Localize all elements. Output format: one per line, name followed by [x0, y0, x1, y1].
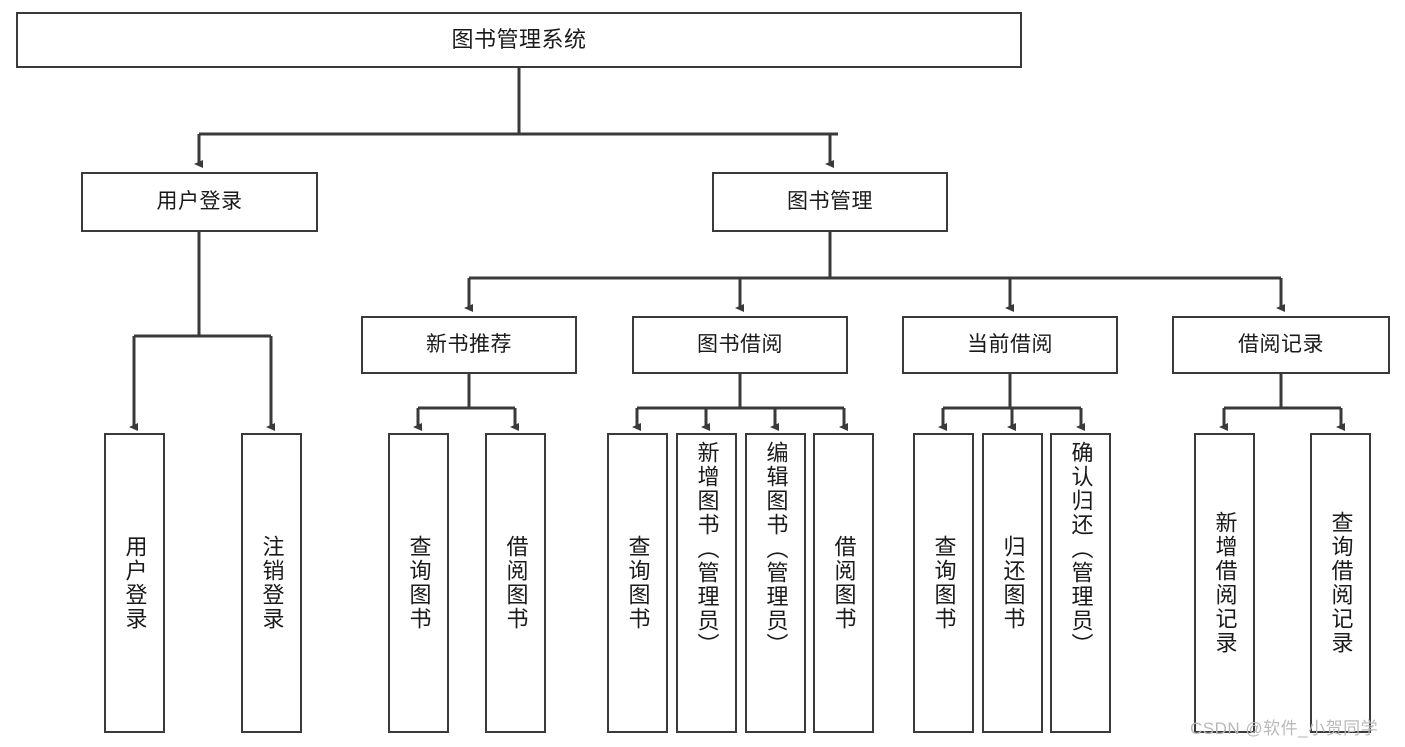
- node-current-borrow-label: 当前借阅: [967, 333, 1053, 357]
- node-new-book-recommend[interactable]: 新书推荐: [361, 316, 577, 374]
- node-borrow-record[interactable]: 借阅记录: [1172, 316, 1390, 374]
- leaf-borrow-book-1-label: 借阅图书: [503, 535, 529, 631]
- leaf-add-borrow-record[interactable]: 新增借阅记录: [1194, 433, 1255, 733]
- node-book-borrow-label: 图书借阅: [697, 333, 783, 357]
- csdn-watermark: CSDN @软件_小贺同学: [1190, 719, 1379, 738]
- node-book-borrow[interactable]: 图书借阅: [632, 316, 848, 374]
- leaf-logout-login[interactable]: 注销登录: [241, 433, 302, 733]
- leaf-borrow-book-2-label: 借阅图书: [831, 535, 857, 631]
- node-root[interactable]: 图书管理系统: [16, 12, 1022, 68]
- leaf-user-login[interactable]: 用户登录: [104, 433, 165, 733]
- leaf-query-book-3-label: 查询图书: [931, 535, 957, 631]
- leaf-query-book-2-label: 查询图书: [625, 535, 651, 631]
- node-new-book-recommend-label: 新书推荐: [426, 333, 512, 357]
- leaf-add-book[interactable]: 新增图书（管理员）: [676, 433, 737, 733]
- leaf-query-book-1-label: 查询图书: [406, 535, 432, 631]
- leaf-query-book-1[interactable]: 查询图书: [388, 433, 449, 733]
- leaf-query-book-2[interactable]: 查询图书: [607, 433, 668, 733]
- leaf-borrow-book-1[interactable]: 借阅图书: [485, 433, 546, 733]
- leaf-edit-book[interactable]: 编辑图书（管理员）: [745, 433, 806, 733]
- node-book-management[interactable]: 图书管理: [712, 172, 948, 232]
- leaf-return-book-label: 归还图书: [1000, 535, 1026, 631]
- leaf-add-book-label: 新增图书（管理员）: [694, 441, 720, 657]
- leaf-query-book-3[interactable]: 查询图书: [913, 433, 974, 733]
- leaf-return-book[interactable]: 归还图书: [982, 433, 1043, 733]
- node-user-login[interactable]: 用户登录: [81, 172, 318, 232]
- leaf-user-login-label: 用户登录: [122, 535, 148, 631]
- leaf-borrow-book-2[interactable]: 借阅图书: [813, 433, 874, 733]
- node-borrow-record-label: 借阅记录: [1238, 333, 1324, 357]
- leaf-add-borrow-record-label: 新增借阅记录: [1212, 511, 1238, 655]
- leaf-query-borrow-record[interactable]: 查询借阅记录: [1310, 433, 1371, 733]
- node-user-login-label: 用户登录: [156, 190, 243, 214]
- node-book-management-label: 图书管理: [787, 190, 873, 214]
- node-root-label: 图书管理系统: [451, 26, 587, 52]
- leaf-edit-book-label: 编辑图书（管理员）: [763, 441, 789, 657]
- leaf-logout-login-label: 注销登录: [259, 535, 285, 631]
- leaf-confirm-return[interactable]: 确认归还（管理员）: [1050, 433, 1111, 733]
- leaf-query-borrow-record-label: 查询借阅记录: [1328, 511, 1354, 655]
- node-current-borrow[interactable]: 当前借阅: [902, 316, 1118, 374]
- leaf-confirm-return-label: 确认归还（管理员）: [1068, 441, 1094, 657]
